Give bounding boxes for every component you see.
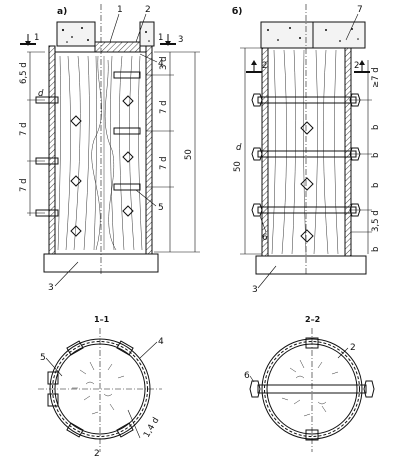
svg-text:3: 3 [252, 285, 258, 295]
section-mark-1-left: 1 [20, 33, 39, 46]
svg-text:1–1: 1–1 [94, 315, 110, 324]
svg-text:d: d [38, 89, 44, 99]
svg-text:1: 1 [34, 33, 39, 43]
section-2-2: 2–2 2 6 [244, 315, 375, 452]
svg-text:5: 5 [158, 203, 164, 213]
svg-text:5: 5 [40, 353, 46, 363]
svg-text:7 d: 7 d [159, 100, 169, 114]
svg-text:50: 50 [184, 149, 194, 160]
svg-text:7 d: 7 d [19, 178, 29, 192]
section-mark-2-left: 2 [246, 60, 267, 73]
svg-text:2: 2 [354, 61, 359, 71]
section-2-texture [281, 359, 339, 417]
concrete-dots [61, 27, 150, 43]
svg-text:3: 3 [178, 35, 183, 45]
svg-text:7: 7 [357, 5, 363, 15]
section-2-inner-ring [266, 343, 358, 435]
svg-text:2: 2 [262, 61, 267, 71]
section-mark-2-right: 2 [354, 60, 370, 73]
svg-text:3: 3 [48, 283, 54, 293]
svg-text:6: 6 [244, 371, 250, 381]
svg-text:2: 2 [350, 343, 356, 353]
svg-text:4: 4 [158, 337, 164, 347]
svg-text:3 d: 3 d [159, 56, 169, 70]
svg-text:b: b [371, 183, 381, 188]
svg-text:2–2: 2–2 [305, 315, 320, 324]
figure-a: а) [19, 4, 200, 293]
svg-text:3,5 d: 3,5 d [371, 210, 381, 232]
wood-grain-b [271, 49, 339, 255]
column-base-a [43, 253, 159, 273]
svg-text:1,4 d: 1,4 d [142, 416, 161, 440]
svg-text:b: b [371, 247, 381, 252]
section-2-bolt [257, 384, 367, 394]
svg-text:4: 4 [158, 59, 164, 69]
diamond-connectors-b [300, 121, 314, 243]
concrete-dots-b [267, 27, 359, 42]
section-1-inner-ring [54, 343, 146, 435]
svg-text:7 d: 7 d [159, 156, 169, 170]
through-bolts-b [251, 93, 361, 217]
section-1-texture [72, 361, 125, 415]
diamond-connectors-a [70, 95, 134, 237]
steel-shell-left [48, 45, 56, 255]
figure-a-label: а) [57, 7, 67, 17]
callouts-b: 7 6 3 [252, 5, 363, 295]
svg-text:6: 6 [262, 233, 268, 243]
callouts-a: 1 2 4 5 3 [48, 5, 164, 293]
svg-text:d: d [236, 143, 242, 153]
steel-shell-right-b [344, 47, 352, 257]
concrete-cap-left [56, 21, 96, 47]
steel-shell-right [145, 45, 153, 255]
svg-text:1: 1 [158, 33, 163, 43]
steel-shell-left-b [261, 47, 269, 257]
right-dimensions-b: ≥7 d b b b 3,5 d b [351, 60, 381, 254]
svg-text:2: 2 [145, 5, 151, 15]
section-1-outer-ring [49, 338, 151, 440]
figure-b: б) [232, 4, 381, 295]
bolts-right-a [113, 71, 141, 191]
figure-b-label: б) [232, 6, 242, 17]
svg-text:b: b [371, 153, 381, 158]
svg-text:2: 2 [94, 449, 100, 459]
svg-text:1: 1 [117, 5, 123, 15]
section-2-outer-ring [261, 338, 363, 440]
svg-text:6,5 d: 6,5 d [19, 62, 29, 84]
left-dimensions-b: 50 d [233, 47, 262, 255]
svg-text:≥7 d: ≥7 d [371, 67, 381, 88]
svg-text:50: 50 [233, 161, 243, 172]
svg-text:7 d: 7 d [19, 122, 29, 136]
steel-cap-plate [94, 41, 141, 53]
left-dimensions-a: 6,5 d 7 d 7 d d [19, 51, 45, 216]
svg-text:b: b [371, 125, 381, 130]
right-dimensions-a: 3 d 7 d 7 d 50 3 [146, 35, 200, 253]
section-mark-1-right: 1 [158, 33, 176, 46]
column-base-b [255, 255, 367, 275]
section-1-1: 1–1 1,4 d 5 4 2 [38, 315, 164, 459]
